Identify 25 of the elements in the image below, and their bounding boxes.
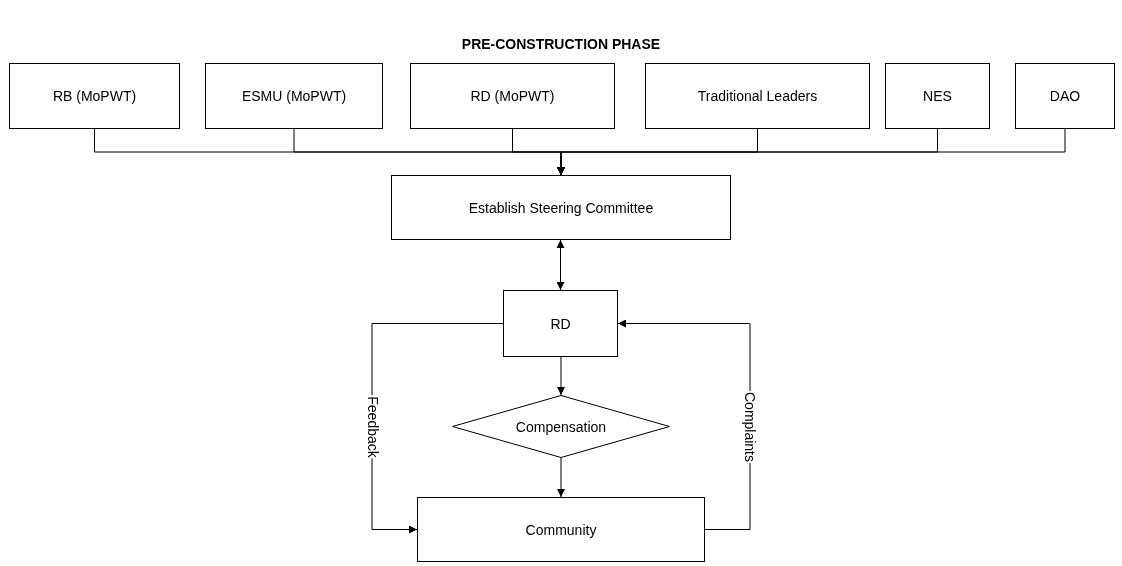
edge-label: Complaints xyxy=(742,390,758,463)
process-box xyxy=(885,63,990,129)
node-label: RD (MoPWT) xyxy=(470,88,555,104)
process-box xyxy=(205,63,383,129)
node-label: RD xyxy=(550,315,571,332)
node-label: Compensation xyxy=(515,418,607,435)
node-label: RB (MoPWT) xyxy=(52,88,137,104)
process-box xyxy=(391,175,731,240)
arrow xyxy=(557,457,565,498)
process-box xyxy=(645,63,870,129)
arrow xyxy=(556,239,565,291)
arrow xyxy=(557,356,565,396)
node-label: ESMU (MoPWT) xyxy=(241,88,347,104)
node-label: Community xyxy=(525,521,597,538)
node-label: NES xyxy=(923,88,952,104)
process-box xyxy=(503,290,618,357)
process-box xyxy=(417,497,705,562)
node-label: Establish Steering Committee xyxy=(468,199,654,216)
node-label: DAO xyxy=(1049,88,1081,104)
process-box xyxy=(9,63,180,129)
arrow xyxy=(557,128,1066,176)
diagram-title: PRE-CONSTRUCTION PHASE xyxy=(460,36,662,52)
process-box xyxy=(410,63,615,129)
process-box xyxy=(1015,63,1115,129)
node-label: Traditional Leaders xyxy=(697,88,818,104)
